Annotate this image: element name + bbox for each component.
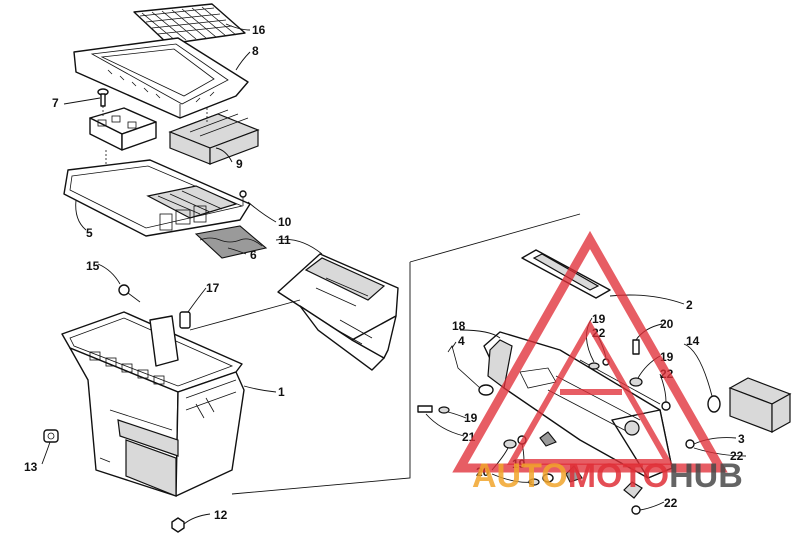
part-10-screw bbox=[239, 190, 247, 206]
callout-18: 18 bbox=[452, 319, 466, 333]
part-9-filter-element bbox=[168, 109, 260, 165]
part-12-nut bbox=[171, 517, 185, 533]
part-7-screw bbox=[97, 88, 109, 107]
part-16-filter-screen bbox=[133, 3, 246, 45]
callout-5: 5 bbox=[86, 226, 93, 240]
exploded-frame bbox=[189, 213, 581, 495]
callout-22d: 22 bbox=[664, 496, 678, 510]
callout-6: 6 bbox=[250, 248, 257, 262]
callout-19c: 19 bbox=[464, 411, 478, 425]
hardware-fasteners bbox=[417, 339, 721, 515]
part-3-filter-pad bbox=[728, 377, 792, 434]
callout-12: 12 bbox=[214, 508, 228, 522]
leader-lines bbox=[41, 23, 747, 525]
callout-22c: 22 bbox=[730, 449, 744, 463]
part-8-airbox-cover bbox=[73, 37, 249, 119]
callout-13: 13 bbox=[24, 460, 38, 474]
part-15-screw bbox=[118, 284, 141, 303]
callout-20a: 20 bbox=[660, 317, 674, 331]
part-17-grommet bbox=[179, 311, 191, 329]
callout-3: 3 bbox=[738, 432, 745, 446]
callout-16: 16 bbox=[252, 23, 266, 37]
callout-15: 15 bbox=[86, 259, 100, 273]
part-1-airbox-housing bbox=[61, 311, 245, 497]
callout-1: 1 bbox=[278, 385, 285, 399]
callout-4: 4 bbox=[458, 334, 465, 348]
part-13-clamp bbox=[43, 429, 59, 443]
callout-10: 10 bbox=[278, 215, 292, 229]
callout-2: 2 bbox=[686, 298, 693, 312]
callout-14: 14 bbox=[686, 334, 700, 348]
part-5-base-plate bbox=[63, 159, 251, 237]
callout-11: 11 bbox=[278, 233, 291, 247]
callout-17: 17 bbox=[206, 281, 220, 295]
part-11-intake-boot bbox=[277, 253, 399, 371]
part-4-rod bbox=[447, 345, 494, 396]
control-module bbox=[89, 107, 157, 151]
part-6-seal bbox=[194, 225, 268, 259]
automotohub-watermark: AUTOMOTOHUB bbox=[452, 230, 743, 495]
callout-9: 9 bbox=[236, 157, 243, 171]
callout-19a: 19 bbox=[592, 312, 606, 326]
watermark-text: AUTOMOTOHUB bbox=[472, 457, 743, 495]
callout-7: 7 bbox=[52, 96, 59, 110]
callout-8: 8 bbox=[252, 44, 259, 58]
